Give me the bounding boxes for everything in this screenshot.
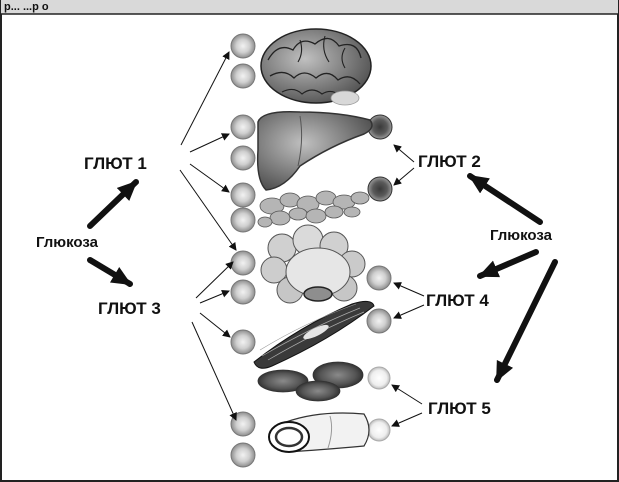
glut5-label: ГЛЮТ 5 [428,399,491,418]
glut2-label: ГЛЮТ 2 [418,152,481,171]
glut3-label: ГЛЮТ 3 [98,299,161,318]
glucose-left-label: Глюкоза [36,234,99,251]
glut4-label: ГЛЮТ 4 [426,291,489,310]
header-fragment: р... ...р о [4,1,49,13]
glut1-label: ГЛЮТ 1 [84,154,147,173]
glucose-right-label: Глюкоза [490,227,553,244]
header-strip [1,0,618,14]
